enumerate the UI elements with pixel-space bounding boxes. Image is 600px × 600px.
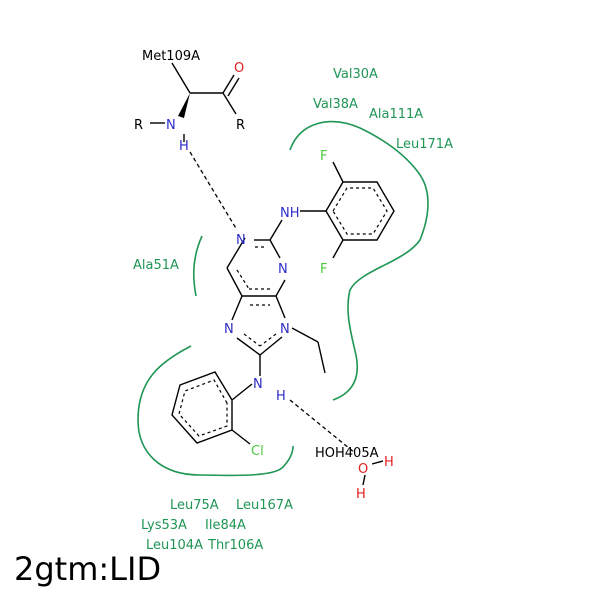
bond-c4-n9 <box>275 295 286 319</box>
residue-leu167a: Leu167A <box>236 498 293 513</box>
bond-c4-n3 <box>275 279 286 297</box>
atom-n-ring-2: N <box>278 262 288 277</box>
aromatic-dashes <box>236 246 277 347</box>
difluorophenyl-ring <box>300 161 395 259</box>
bond-c-r <box>222 92 237 115</box>
bond-n3-c2 <box>269 239 281 259</box>
water-bonds <box>362 460 384 486</box>
bond-c2-nh <box>269 219 283 241</box>
bond-c6-c5 <box>226 267 243 297</box>
atom-nh-top: NH <box>280 206 300 221</box>
residue-met109a: Met109A <box>142 49 200 64</box>
ring-aromatic-inner-bottom <box>178 379 228 437</box>
bond-nh-ring-bottom <box>231 383 253 401</box>
atom-n-ring-1: N <box>236 233 246 248</box>
pocket-contour-right <box>289 120 429 401</box>
atom-o-water: O <box>358 462 368 477</box>
residue-ala51a: Ala51A <box>133 258 179 273</box>
ring-outline <box>325 181 395 241</box>
bond-o-h1 <box>371 460 384 465</box>
atom-n-ring-4: N <box>280 322 290 337</box>
purine-core <box>226 219 326 376</box>
chlorophenyl-ring <box>171 371 253 445</box>
hbond-lines <box>189 151 356 454</box>
atom-n-bottom: N <box>253 377 263 392</box>
residue-hoh405a: HOH405A <box>315 446 379 461</box>
residue-ile84a: Ile84A <box>205 518 246 533</box>
atom-h-water-1: H <box>384 455 394 470</box>
pocket-contour-bottom <box>137 345 294 477</box>
bond-n7-c8 <box>236 337 261 356</box>
residue-val30a: Val30A <box>333 67 378 82</box>
arom-6ring-1 <box>236 269 250 290</box>
bond-sidechain <box>171 62 191 94</box>
atom-n-ring-3: N <box>224 322 234 337</box>
residue-leu104a: Leu104A <box>146 538 203 553</box>
bond-n1-c6 <box>226 237 246 269</box>
residue-thr106a: Thr106A <box>207 538 263 553</box>
residue-ala111a: Ala111A <box>369 107 423 122</box>
atom-f-bottom: F <box>320 262 327 277</box>
atom-r-left: R <box>134 118 143 133</box>
wedge-bond <box>178 93 190 118</box>
bond-ring-cl <box>231 429 251 445</box>
bond-ring-f-bottom <box>332 239 344 259</box>
atom-o-carbonyl: O <box>234 61 244 76</box>
atom-cl: Cl <box>251 444 264 459</box>
atom-h-amide: H <box>179 139 189 154</box>
residue-lys53a: Lys53A <box>141 518 187 533</box>
bond-ring-f-top <box>332 161 344 183</box>
bond-c-o-1 <box>222 74 235 94</box>
atom-h-bottom: H <box>276 389 286 404</box>
met109-fragment <box>150 62 240 142</box>
pocket-contours <box>137 120 429 477</box>
atom-r-right: R <box>236 118 245 133</box>
ring-aromatic-inner <box>332 187 388 235</box>
residue-val38a: Val38A <box>313 97 358 112</box>
bond-o-h2 <box>362 474 366 486</box>
atom-h-water-2: H <box>356 487 366 502</box>
bond-ethyl-ch3 <box>317 341 326 374</box>
bond-c-o-2 <box>227 77 240 97</box>
atom-f-top: F <box>320 149 327 164</box>
hbond-met109-n <box>189 151 238 231</box>
diagram-caption: 2gtm:LID <box>14 550 162 588</box>
bond-n9-c8 <box>259 336 283 356</box>
pocket-contour-left-short <box>192 235 203 297</box>
residue-leu75a: Leu75A <box>170 498 219 513</box>
bond-n9-ethyl <box>291 327 319 343</box>
bond-c5-n7 <box>231 295 243 321</box>
atom-n-amide: N <box>166 118 176 133</box>
residue-leu171a: Leu171A <box>396 137 453 152</box>
